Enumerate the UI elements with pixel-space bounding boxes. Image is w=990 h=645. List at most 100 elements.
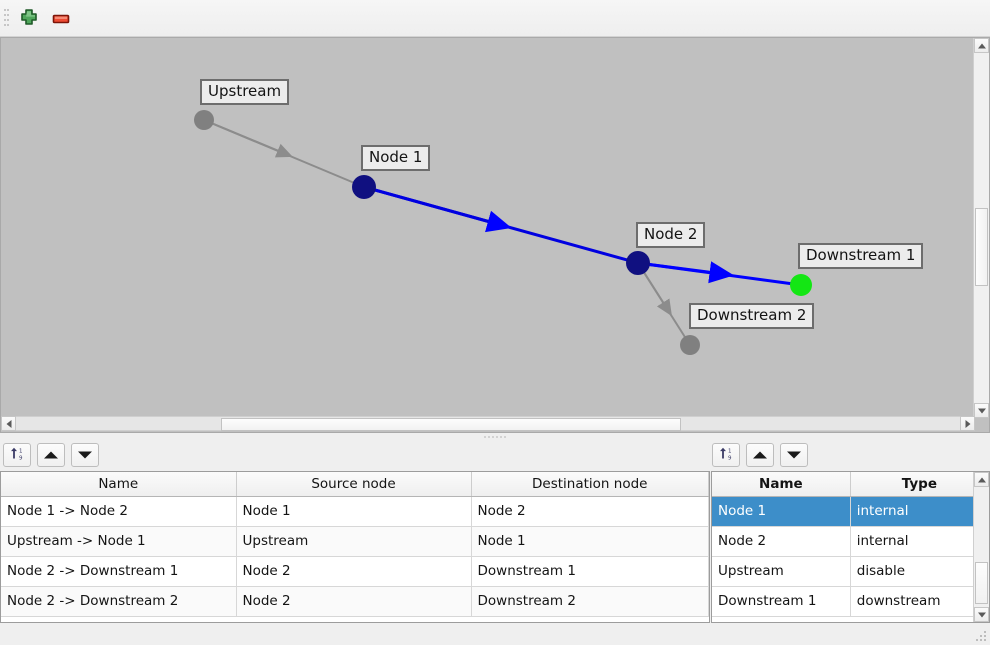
graph-label-downstream1[interactable]: Downstream 1 [798, 243, 924, 269]
edge-upstream-node1[interactable] [203, 119, 365, 188]
svg-text:1: 1 [19, 449, 23, 455]
nodes-scroll-down-button[interactable] [974, 607, 989, 622]
status-bar [0, 623, 990, 645]
triangle-down-icon [977, 408, 986, 413]
edge-name-cell[interactable]: Node 1 -> Node 2 [1, 496, 237, 527]
sort-ascending-icon: 1 9 [718, 446, 734, 465]
triangle-up-icon [977, 477, 986, 482]
node-type-cell[interactable]: disable [850, 556, 989, 587]
graph-vertical-scrollbar[interactable] [973, 38, 989, 418]
edge-node1-node2[interactable] [363, 185, 639, 265]
triangle-down-icon [977, 612, 986, 617]
graph-horizontal-scroll-thumb[interactable] [221, 418, 681, 431]
splitter-grip [484, 436, 506, 438]
nodes-table-header-row: Name Type [712, 472, 989, 497]
node-type-cell[interactable]: internal [850, 496, 989, 527]
edge-source-cell[interactable]: Node 2 [236, 556, 472, 587]
edges-table[interactable]: Name Source node Destination node Node 1… [1, 472, 709, 617]
graph-label-upstream[interactable]: Upstream [200, 79, 290, 105]
move-edge-up-button[interactable] [37, 443, 65, 467]
graph-node-node1[interactable] [352, 175, 376, 199]
edges-column-destination[interactable]: Destination node [471, 472, 709, 497]
nodes-vertical-scrollbar[interactable] [973, 472, 989, 622]
graph-node-node2[interactable] [626, 251, 650, 275]
move-node-up-button[interactable] [746, 443, 774, 467]
graph-label-downstream2[interactable]: Downstream 2 [689, 303, 815, 329]
graph-vertical-scroll-thumb[interactable] [975, 208, 988, 286]
red-minus-icon [52, 14, 70, 24]
window-resize-grip[interactable] [976, 631, 987, 642]
table-row[interactable]: Node 2 -> Downstream 1 Node 2 Downstream… [1, 556, 709, 587]
nodes-scroll-up-button[interactable] [974, 472, 989, 487]
table-row[interactable]: Node 1 -> Node 2 Node 1 Node 2 [1, 496, 709, 527]
edges-table-header-row: Name Source node Destination node [1, 472, 709, 497]
edge-destination-cell[interactable]: Node 2 [471, 496, 709, 527]
table-row[interactable]: Node 2 internal [712, 526, 989, 557]
main-toolbar [0, 0, 990, 37]
table-row[interactable]: Downstream 1 downstream [712, 586, 989, 617]
node-type-cell[interactable]: internal [850, 526, 989, 557]
sort-edges-button[interactable]: 1 9 [3, 443, 31, 467]
triangle-up-icon [753, 451, 767, 459]
edge-name-cell[interactable]: Upstream -> Node 1 [1, 526, 237, 557]
edge-node2-downstream2[interactable] [637, 262, 691, 346]
edges-column-source[interactable]: Source node [236, 472, 472, 497]
move-node-down-button[interactable] [780, 443, 808, 467]
nodes-vertical-scroll-thumb[interactable] [975, 562, 988, 604]
svg-text:9: 9 [728, 456, 732, 462]
toolbar-drag-handle[interactable] [4, 9, 9, 29]
edge-node2-downstream1[interactable] [637, 261, 802, 287]
table-row[interactable]: Upstream disable [712, 556, 989, 587]
edge-destination-cell[interactable]: Node 1 [471, 526, 709, 557]
edge-name-cell[interactable]: Node 2 -> Downstream 2 [1, 586, 237, 617]
table-row[interactable]: Node 2 -> Downstream 2 Node 2 Downstream… [1, 586, 709, 617]
add-node-button[interactable] [16, 6, 42, 32]
svg-text:1: 1 [728, 449, 732, 455]
node-name-cell[interactable]: Node 2 [712, 526, 851, 557]
edges-table-panel[interactable]: Name Source node Destination node Node 1… [0, 471, 710, 623]
graph-node-upstream[interactable] [194, 110, 214, 130]
graph-horizontal-scrollbar[interactable] [1, 416, 975, 432]
edge-source-cell[interactable]: Upstream [236, 526, 472, 557]
nodes-table[interactable]: Name Type Node 1 internal Node 2 interna… [712, 472, 989, 617]
node-name-cell[interactable]: Node 1 [712, 496, 851, 527]
graph-label-node2[interactable]: Node 2 [636, 222, 706, 248]
node-name-cell[interactable]: Downstream 1 [712, 586, 851, 617]
move-edge-down-button[interactable] [71, 443, 99, 467]
triangle-right-icon [965, 419, 970, 428]
graph-canvas[interactable]: Upstream Node 1 Node 2 Downstream 1 Down… [1, 38, 975, 418]
graph-scroll-left-button[interactable] [1, 416, 16, 431]
graph-drawing[interactable] [1, 38, 975, 418]
edge-source-cell[interactable]: Node 1 [236, 496, 472, 527]
graph-node-downstream2[interactable] [680, 335, 700, 355]
edge-name-cell[interactable]: Node 2 -> Downstream 1 [1, 556, 237, 587]
remove-node-button[interactable] [48, 6, 74, 32]
edge-destination-cell[interactable]: Downstream 1 [471, 556, 709, 587]
sort-nodes-button[interactable]: 1 9 [712, 443, 740, 467]
edges-column-name[interactable]: Name [1, 472, 237, 497]
graph-node-downstream1[interactable] [790, 274, 812, 296]
triangle-down-icon [78, 451, 92, 459]
graph-scroll-down-button[interactable] [974, 403, 989, 418]
triangle-up-icon [44, 451, 58, 459]
green-plus-icon [21, 9, 37, 25]
nodes-table-panel[interactable]: Name Type Node 1 internal Node 2 interna… [711, 471, 990, 623]
graph-scroll-up-button[interactable] [974, 38, 989, 53]
graph-panel[interactable]: Upstream Node 1 Node 2 Downstream 1 Down… [0, 37, 990, 433]
nodes-column-name[interactable]: Name [712, 472, 851, 497]
table-row[interactable]: Upstream -> Node 1 Upstream Node 1 [1, 526, 709, 557]
svg-text:9: 9 [19, 456, 23, 462]
horizontal-splitter[interactable] [0, 433, 990, 442]
graph-scroll-right-button[interactable] [960, 416, 975, 431]
graph-label-node1[interactable]: Node 1 [361, 145, 431, 171]
graph-horizontal-scroll-track[interactable] [16, 416, 960, 431]
edge-destination-cell[interactable]: Downstream 2 [471, 586, 709, 617]
triangle-down-icon [787, 451, 801, 459]
nodes-column-type[interactable]: Type [850, 472, 989, 497]
node-name-cell[interactable]: Upstream [712, 556, 851, 587]
sort-ascending-icon: 1 9 [9, 446, 25, 465]
table-row[interactable]: Node 1 internal [712, 496, 989, 527]
node-type-cell[interactable]: downstream [850, 586, 989, 617]
edge-source-cell[interactable]: Node 2 [236, 586, 472, 617]
